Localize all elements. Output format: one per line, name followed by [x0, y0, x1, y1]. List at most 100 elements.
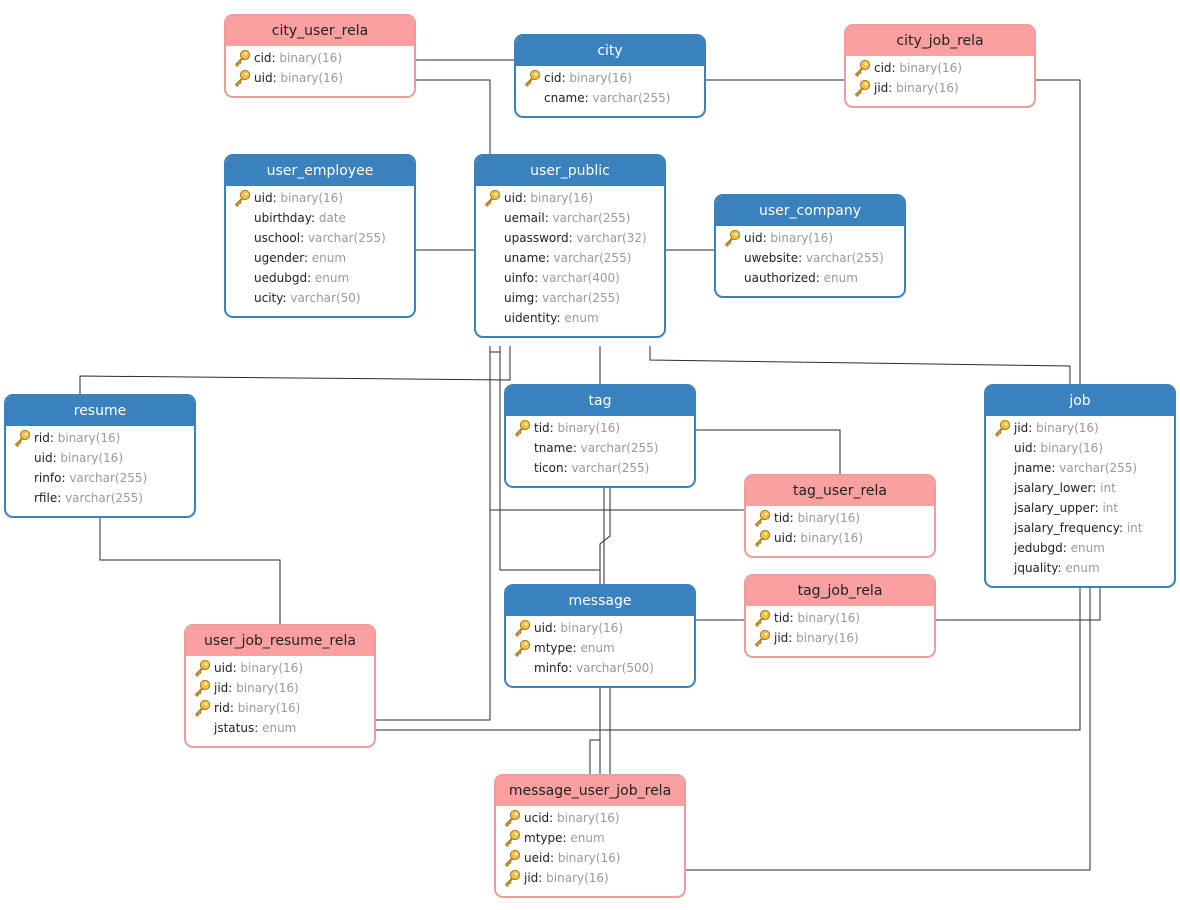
field-row[interactable]: rfile: varchar(255) [6, 488, 194, 508]
field-row[interactable]: uid: binary(16) [226, 188, 414, 208]
field-name: tname [534, 441, 573, 455]
field-list: cid: binary(16)cname: varchar(255) [516, 66, 704, 108]
field-row[interactable]: rid: binary(16) [6, 428, 194, 448]
field-row[interactable]: jsalary_lower: int [986, 478, 1174, 498]
field-row[interactable]: tid: binary(16) [746, 508, 934, 528]
field-row[interactable]: uid: binary(16) [476, 188, 664, 208]
field-row[interactable]: ubirthday: date [226, 208, 414, 228]
entity-title: resume [6, 396, 194, 426]
field-row[interactable]: ticon: varchar(255) [506, 458, 694, 478]
field-row[interactable]: mtype: enum [496, 828, 684, 848]
field-row[interactable]: uinfo: varchar(400) [476, 268, 664, 288]
field-row[interactable]: cid: binary(16) [846, 58, 1034, 78]
field-row[interactable]: uemail: varchar(255) [476, 208, 664, 228]
field-separator: : [307, 271, 315, 285]
field-separator: : [1057, 561, 1066, 575]
field-type: enum [311, 251, 347, 265]
field-separator: : [52, 451, 61, 465]
field-row[interactable]: cname: varchar(255) [516, 88, 704, 108]
field-type: varchar(255) [580, 441, 659, 455]
field-row[interactable]: uid: binary(16) [6, 448, 194, 468]
entity-title: tag [506, 386, 694, 416]
field-row[interactable]: uid: binary(16) [716, 228, 904, 248]
field-row[interactable]: uid: binary(16) [506, 618, 694, 638]
field-name: ubirthday [254, 211, 311, 225]
field-row[interactable]: jid: binary(16) [846, 78, 1034, 98]
field-name: uinfo [504, 271, 535, 285]
field-row[interactable]: upassword: varchar(32) [476, 228, 664, 248]
field-row[interactable]: ugender: enum [226, 248, 414, 268]
field-separator: : [544, 211, 553, 225]
field-row[interactable]: uid: binary(16) [986, 438, 1174, 458]
field-row[interactable]: uname: varchar(255) [476, 248, 664, 268]
entity-title: message_user_job_rela [496, 776, 684, 806]
field-row[interactable]: tid: binary(16) [506, 418, 694, 438]
field-row[interactable]: jid: binary(16) [746, 628, 934, 648]
field-row[interactable]: uauthorized: enum [716, 268, 904, 288]
field-type: binary(16) [557, 851, 621, 865]
field-type: varchar(255) [542, 291, 620, 305]
key-icon [525, 69, 541, 87]
field-row[interactable]: cid: binary(16) [226, 48, 414, 68]
field-row[interactable]: uwebsite: varchar(255) [716, 248, 904, 268]
field-row[interactable]: ucity: varchar(50) [226, 288, 414, 308]
field-row[interactable]: uedubgd: enum [226, 268, 414, 288]
field-row[interactable]: rid: binary(16) [186, 698, 374, 718]
field-row[interactable]: rinfo: varchar(255) [6, 468, 194, 488]
field-type: int [1126, 521, 1143, 535]
field-row[interactable]: cid: binary(16) [516, 68, 704, 88]
field-row[interactable]: jsalary_upper: int [986, 498, 1174, 518]
field-row[interactable]: jsalary_frequency: int [986, 518, 1174, 538]
field-type: binary(16) [57, 431, 121, 445]
field-row[interactable]: jquality: enum [986, 558, 1174, 578]
field-row[interactable]: jedubgd: enum [986, 538, 1174, 558]
field-type: enum [262, 721, 297, 735]
field-type: binary(16) [797, 511, 861, 525]
field-list: uid: binary(16)jid: binary(16)rid: binar… [186, 656, 374, 738]
field-separator: : [57, 491, 66, 505]
field-separator: : [538, 871, 547, 885]
field-row[interactable]: mtype: enum [506, 638, 694, 658]
field-name: tid [774, 611, 790, 625]
field-row[interactable]: jid: binary(16) [986, 418, 1174, 438]
field-name: ticon [534, 461, 564, 475]
field-row[interactable]: jid: binary(16) [186, 678, 374, 698]
field-row[interactable]: ueid: binary(16) [496, 848, 684, 868]
key-icon [755, 509, 771, 527]
field-row[interactable]: uidentity: enum [476, 308, 664, 328]
field-row[interactable]: ucid: binary(16) [496, 808, 684, 828]
field-separator: : [311, 211, 319, 225]
connector-tag-taguserrela [696, 429, 841, 474]
field-row[interactable]: tname: varchar(255) [506, 438, 694, 458]
field-type: binary(16) [237, 701, 301, 715]
field-row[interactable]: jname: varchar(255) [986, 458, 1174, 478]
field-row[interactable]: uid: binary(16) [746, 528, 934, 548]
field-row[interactable]: uimg: varchar(255) [476, 288, 664, 308]
field-separator: : [534, 271, 542, 285]
field-row[interactable]: tid: binary(16) [746, 608, 934, 628]
field-type: binary(16) [236, 681, 299, 695]
key-icon [195, 659, 211, 677]
field-row[interactable]: jid: binary(16) [496, 868, 684, 888]
field-row[interactable]: minfo: varchar(500) [506, 658, 694, 678]
field-row[interactable]: uid: binary(16) [186, 658, 374, 678]
entity-title: city_user_rela [226, 16, 414, 46]
field-type: int [1100, 481, 1116, 495]
field-row[interactable]: uschool: varchar(255) [226, 228, 414, 248]
field-row[interactable]: uid: binary(16) [226, 68, 414, 88]
field-row[interactable]: jstatus: enum [186, 718, 374, 738]
